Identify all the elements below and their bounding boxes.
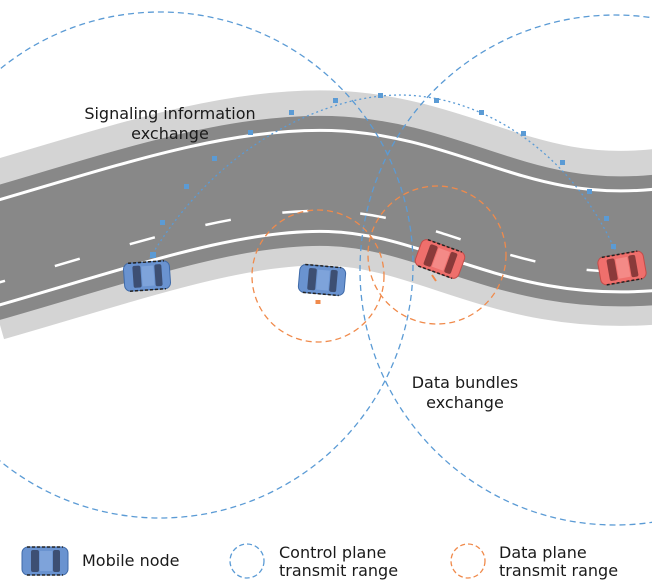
control-range-circle-left — [0, 11, 414, 519]
bundles-label-line2: exchange — [426, 393, 504, 412]
control-plane-ranges — [0, 11, 652, 526]
bundles-label-line1: Data bundles — [411, 373, 519, 392]
legend-data-line2: transmit range — [499, 561, 619, 580]
signaling-label-line2: exchange — [131, 124, 209, 143]
legend-control-range: Control plane transmit range — [279, 544, 398, 580]
data-range-circle-right — [367, 185, 507, 325]
road — [0, 90, 652, 340]
legend-mobile-node: Mobile node — [82, 551, 180, 570]
blue-car-2 — [297, 263, 347, 297]
signaling-arc — [149, 93, 616, 259]
data-range-circle-left — [251, 209, 385, 343]
data-range-legend-icon — [450, 543, 486, 579]
legend-control-line1: Control plane — [279, 543, 387, 562]
mobile-node-legend-icon — [21, 546, 69, 576]
legend — [21, 543, 486, 579]
control-range-circle-right — [359, 14, 652, 526]
bundles-label: Data bundles exchange — [400, 373, 530, 413]
legend-control-line2: transmit range — [279, 561, 399, 580]
legend-data-line1: Data plane — [499, 543, 587, 562]
control-range-legend-icon — [229, 543, 265, 579]
blue-car-1 — [122, 259, 172, 293]
legend-data-range: Data plane transmit range — [499, 544, 618, 580]
signaling-label: Signaling information exchange — [60, 104, 280, 144]
signaling-label-line1: Signaling information — [84, 104, 256, 123]
data-plane-ranges — [251, 185, 507, 343]
